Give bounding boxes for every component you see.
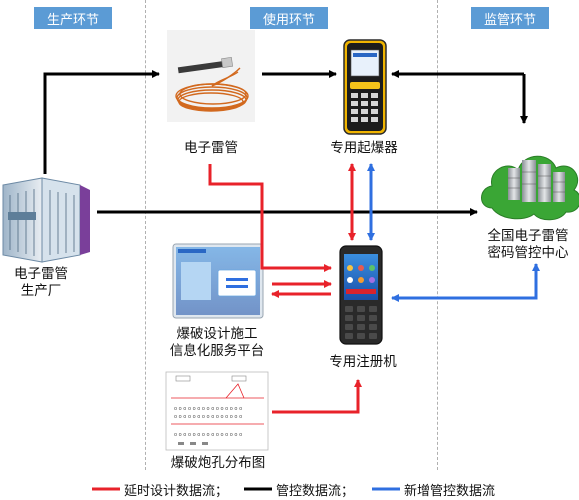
exploder-label: 专用起爆器 <box>330 140 398 156</box>
svg-text:o o o o o o o o o o o o o o o: o o o o o o o o o o o o o o o <box>174 432 242 438</box>
center-label-line1: 全国电子雷管 <box>487 228 569 244</box>
arrow-detonator-to-registrar <box>208 164 332 272</box>
holemap-image: o o o o o o o o o o o o o o o o o o o o … <box>165 371 269 451</box>
factory-label-line1: 电子雷管 <box>14 266 68 282</box>
arrow-holemap-to-registrar <box>272 379 362 414</box>
platform-label-line2: 信息化服务平台 <box>169 343 265 359</box>
center-label-line2: 密码管控中心 <box>487 245 569 261</box>
registrar-label: 专用注册机 <box>329 354 397 370</box>
factory-label: 电子雷管 生产厂 <box>4 266 78 300</box>
control-center-image <box>481 155 579 221</box>
registrar-image <box>339 245 383 345</box>
legend-red-label: 延时设计数据流； <box>124 484 229 499</box>
section-divider-right <box>437 0 438 470</box>
svg-text:o o o o o o o o o o o o o o o: o o o o o o o o o o o o o o o <box>174 406 242 412</box>
svg-text:o o o o o o o o o o o o o o o: o o o o o o o o o o o o o o o <box>174 414 242 420</box>
detonator-image <box>167 30 255 122</box>
factory-image <box>2 177 90 263</box>
legend-black-label: 管控数据流； <box>276 484 355 499</box>
arrow-blue-center-to-registrar <box>391 272 538 302</box>
platform-image <box>172 243 264 319</box>
arrow-factory-to-detonator <box>43 70 160 174</box>
section-title-production: 生产环节 <box>34 7 112 29</box>
detonator-label: 电子雷管 <box>184 140 238 156</box>
section-title-usage: 使用环节 <box>250 7 328 29</box>
legend-blue-label: 新增管控数据流 <box>404 484 496 499</box>
exploder-image <box>343 39 387 135</box>
section-title-supervision: 监管环节 <box>471 7 549 29</box>
section-divider-left <box>145 0 146 470</box>
platform-label-line1: 爆破设计施工 <box>176 326 258 342</box>
factory-label-line2: 生产厂 <box>20 283 62 299</box>
platform-label: 爆破设计施工 信息化服务平台 <box>162 326 272 360</box>
center-label: 全国电子雷管 密码管控中心 <box>478 228 578 262</box>
holemap-label: 爆破炮孔分布图 <box>170 455 266 471</box>
